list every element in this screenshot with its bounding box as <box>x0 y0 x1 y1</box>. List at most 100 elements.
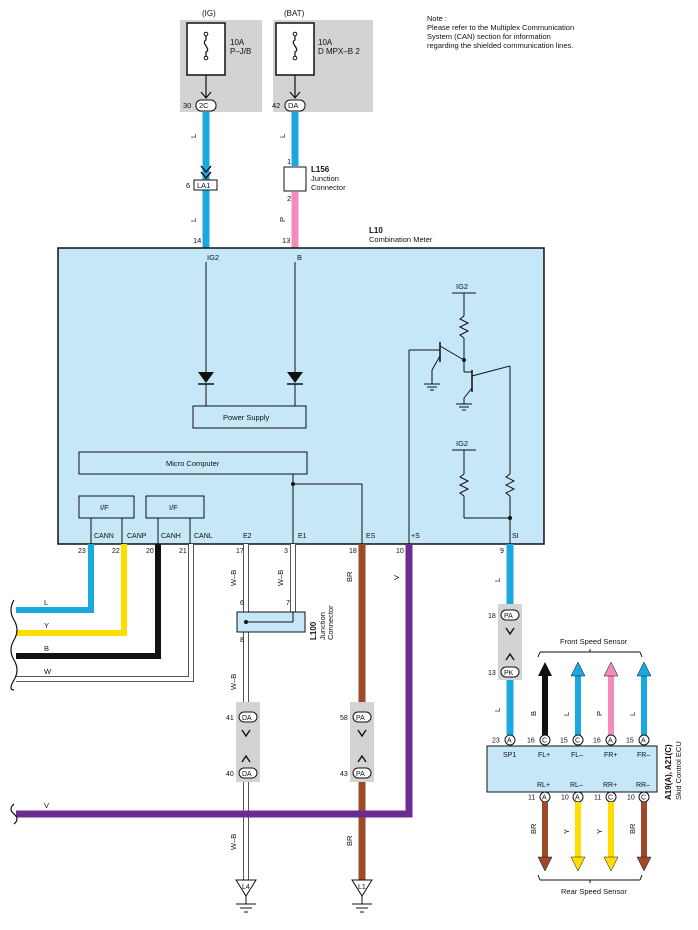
wire-label-rr-minus: BR <box>628 823 637 834</box>
wire-can-y <box>16 544 127 636</box>
v-label-1: V <box>392 575 401 580</box>
meter-pin-20: 20 <box>146 548 154 555</box>
fuse-ig: (IG) 10A P–J/B <box>180 9 262 112</box>
ig2-top-label: IG2 <box>456 282 468 291</box>
da-joint-pin-41: 41 <box>226 715 234 722</box>
meter-pin-label-es: ES <box>366 533 376 540</box>
meter-pin-label-cann: CANN <box>94 533 114 540</box>
br-label-2: BR <box>345 835 354 846</box>
l156-connector <box>283 166 307 192</box>
ecu-label-fr-minus: FR– <box>637 752 650 759</box>
ig-pin-30: 30 <box>183 101 191 110</box>
v-break-icon <box>10 803 18 825</box>
si-wire: L L PA 18 PK 13 <box>488 544 522 735</box>
meter-label-b: B <box>297 253 302 262</box>
ecu-pin-rl-plus: 11 <box>528 795 535 802</box>
if-label-1: I/F <box>100 503 109 512</box>
wb-label-3: W–B <box>229 674 238 690</box>
bat-wire-label: L <box>278 134 287 138</box>
fuse-ig-symbol-icon <box>203 34 209 58</box>
da-joint-bottom-conn: DA <box>242 771 252 778</box>
wire-label-rl-minus: Y <box>562 829 571 834</box>
wire-label-fr-minus: L <box>628 712 637 716</box>
ig-connector-2c-label: 2C <box>199 101 209 110</box>
pa-joint-chevrons-icon <box>357 729 367 763</box>
can-wire-label-l: L <box>44 598 48 607</box>
wire-label-fl-minus: L <box>562 712 571 716</box>
if-box-2 <box>145 495 205 519</box>
meter-pin-label-e2: E2 <box>243 533 252 540</box>
resistor-3-icon <box>504 473 516 497</box>
meter-pin-14: 14 <box>193 236 201 245</box>
ecu-conn-rl-minus: A <box>575 795 580 802</box>
transistor-circuit: IG2 IG2 <box>408 282 516 544</box>
meter-pin-10: 10 <box>396 548 404 555</box>
wire-label-fl-plus: B <box>529 711 538 716</box>
l156-line1: Junction <box>311 174 339 183</box>
bat-feed: DA 42 L 1 2 L156 Junction Connector P 13 <box>272 75 346 248</box>
ground-l4-label: L4 <box>242 884 250 891</box>
meter-pin-21: 21 <box>179 548 187 555</box>
ground-l1-icon <box>351 879 373 897</box>
bat-connector-da-label: DA <box>288 101 298 110</box>
l156-line2: Connector <box>311 183 346 192</box>
meter-pin-label-e1: E1 <box>298 533 307 540</box>
ig-connector-2c <box>195 99 217 112</box>
si-label-1: L <box>493 578 502 582</box>
ecu-pin-rl-minus: 10 <box>561 795 569 802</box>
skid-control-ecu: Front Speed Sensor B L P L A 23 C 16 C 1… <box>486 637 683 896</box>
la1-connector <box>193 179 218 191</box>
l100-line1: Junction <box>318 612 327 640</box>
l100-code: L100 <box>309 621 318 640</box>
meter-pin-23: 23 <box>78 548 86 555</box>
fuse-ig-rating: 10A <box>230 38 245 47</box>
pa-joint-bottom-conn: PA <box>356 771 365 778</box>
ig-double-chevron-icon <box>200 165 212 180</box>
ig2-mid-label: IG2 <box>456 439 468 448</box>
meter-pin-label-si: SI <box>512 533 519 540</box>
fuse-ig-label: (IG) <box>202 9 216 18</box>
resistor-2-icon <box>458 473 470 497</box>
pa-joint-pin-58: 58 <box>340 715 348 722</box>
l100-pin-8: 8 <box>240 637 244 644</box>
diode-b-icon <box>287 372 303 383</box>
meter-bottom-pins: 23 22 20 21 17 3 18 10 9 <box>78 548 504 555</box>
ig-wire-label-2: L <box>189 218 198 222</box>
power-supply-box <box>192 405 307 429</box>
wire-can-w <box>16 544 193 681</box>
da-joint-bottom <box>238 767 258 779</box>
meter-pin-3: 3 <box>284 548 288 555</box>
pk-conn-label: PK <box>504 670 514 677</box>
ecu-conn-rr-minus: C <box>641 795 646 802</box>
ecu-conn-fl-plus: C <box>542 738 547 745</box>
l100-pin-7: 7 <box>286 600 290 607</box>
if-label-2: I/F <box>169 503 178 512</box>
ig-wire-label: L <box>189 134 198 138</box>
ecu-conn-fr-minus: A <box>641 738 646 745</box>
ecu-label-sp1: SP1 <box>503 752 516 759</box>
fuse-bat-label: (BAT) <box>284 9 305 18</box>
pa-pk-chevrons-icon <box>505 627 515 661</box>
wire-v <box>16 544 413 818</box>
da-joint-pin-40: 40 <box>226 771 234 778</box>
meter-pin-13: 13 <box>282 236 290 245</box>
ecu-label-fr-plus: FR+ <box>604 752 617 759</box>
l100-pin-6: 6 <box>240 600 244 607</box>
pa-conn-label: PA <box>504 613 513 620</box>
can-wire-label-w: W <box>44 667 52 676</box>
ecu-conn-fr-plus: A <box>608 738 613 745</box>
ecu-pin-fl-plus: 16 <box>527 738 535 745</box>
wb-label-1: W–B <box>229 570 238 586</box>
note-line-1: Note : <box>427 14 447 23</box>
fuse-bat-box <box>275 22 315 76</box>
l156-pin-1: 1 <box>287 157 291 166</box>
la1-pin: 6 <box>186 181 190 190</box>
ground-l1-label: L1 <box>358 884 366 891</box>
ecu-pin-fr-minus: 15 <box>626 738 634 745</box>
ecu-label-rl-plus: RL+ <box>537 782 550 789</box>
ecu-conn-sp1: A <box>507 738 512 745</box>
wb-label-2: W–B <box>276 570 285 586</box>
ecu-pin-sp1: 23 <box>492 738 500 745</box>
v-wire: V V <box>10 544 413 825</box>
wb-label-4: W–B <box>229 834 238 850</box>
